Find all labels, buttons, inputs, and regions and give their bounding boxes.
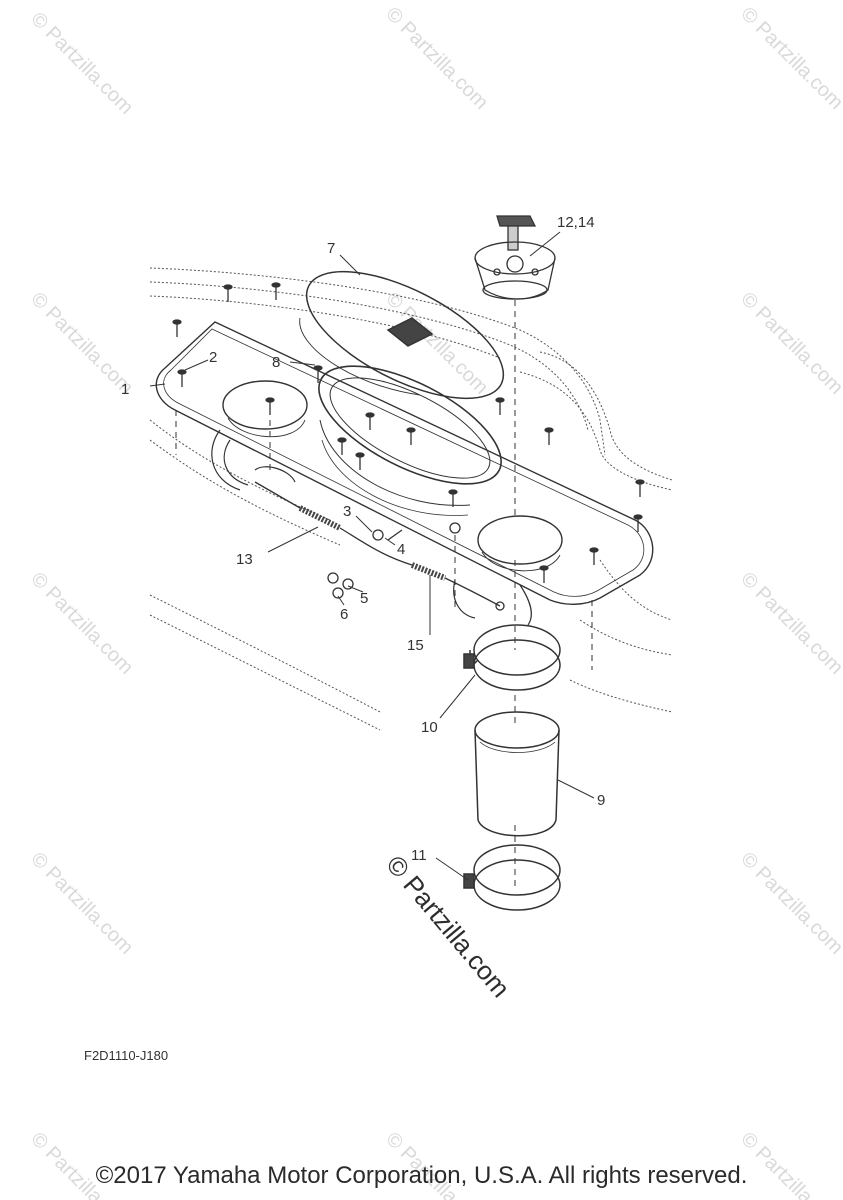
part-label-15: 15 — [407, 637, 424, 654]
part-label-12-14: 12,14 — [557, 214, 595, 231]
watermark: © Partzilla.com — [736, 848, 843, 959]
part-label-9: 9 — [597, 792, 605, 809]
assembly-lines — [175, 300, 593, 890]
hose-clamp-upper — [463, 624, 561, 691]
watermark: © Partzilla.com — [381, 3, 492, 114]
hose-clamp-lower — [463, 844, 561, 911]
hatch-cover — [299, 270, 505, 400]
part-label-8: 8 — [272, 354, 280, 371]
part-label-3: 3 — [343, 503, 351, 520]
part-label-2: 2 — [209, 349, 217, 366]
screw-set — [172, 282, 645, 583]
part-label-6: 6 — [340, 606, 348, 623]
watermark: © Partzilla.com — [26, 8, 137, 119]
part-label-7: 7 — [327, 240, 335, 257]
watermark: © Partzilla.com — [26, 568, 137, 679]
figure-code: F2D1110-J180 — [84, 1048, 168, 1063]
watermark: © Partzilla.com — [26, 848, 137, 959]
hose — [474, 711, 560, 837]
part-label-5: 5 — [360, 590, 368, 607]
part-label-11: 11 — [411, 847, 427, 864]
part-label-13: 13 — [236, 551, 253, 568]
center-watermark: © Partzilla.com — [380, 850, 516, 1003]
watermark: © Partzilla.com — [736, 288, 843, 399]
hull-outline — [149, 267, 673, 731]
vent-cap — [474, 215, 556, 300]
part-label-1: 1 — [121, 381, 129, 398]
watermark: © Partzilla.com — [736, 568, 843, 679]
under-deck-tubes — [211, 429, 532, 626]
spring-cable — [254, 481, 505, 611]
part-label-4: 4 — [397, 541, 405, 558]
watermark: © Partzilla.com — [736, 3, 843, 114]
deck-plate — [155, 321, 654, 605]
part-label-10: 10 — [421, 719, 438, 736]
copyright-notice: ©2017 Yamaha Motor Corporation, U.S.A. A… — [95, 1162, 748, 1189]
part-labels: 1 2 3 4 5 6 7 8 9 10 11 12,14 13 15 — [121, 214, 605, 864]
watermark-group: © Partzilla.com © Partzilla.com © Partzi… — [26, 3, 843, 1200]
leader-lines — [149, 231, 595, 881]
